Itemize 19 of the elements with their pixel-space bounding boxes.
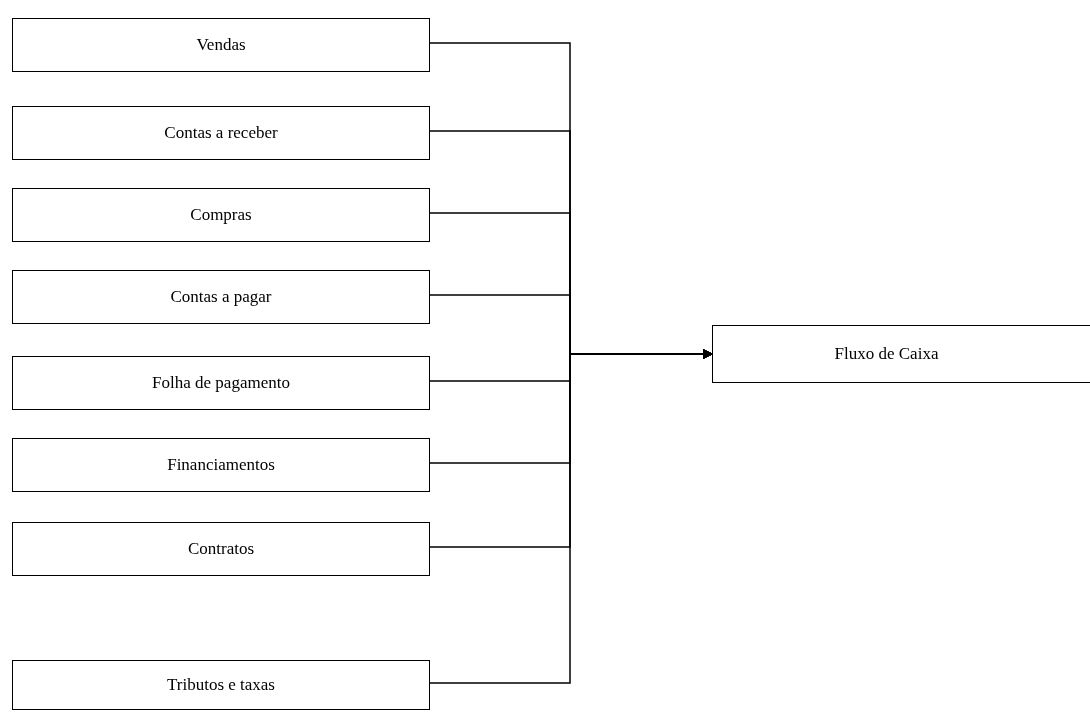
process-box — [12, 356, 430, 410]
connector-arrow — [429, 349, 713, 684]
box-label: Folha de pagamento — [152, 373, 290, 393]
box-label: Contas a receber — [164, 123, 278, 143]
process-box — [12, 270, 430, 324]
process-box — [12, 106, 430, 160]
box-label: Contratos — [187, 539, 255, 559]
process-box — [12, 522, 430, 576]
process-box — [712, 325, 1090, 383]
box-label: Fluxo de Caixa — [834, 344, 939, 364]
box-label: Compras — [190, 205, 252, 225]
box-label: Tributos e taxas — [167, 675, 275, 695]
process-box — [12, 438, 430, 492]
process-box — [12, 18, 430, 72]
box-label: Vendas — [196, 35, 246, 55]
box-label: Contas a pagar — [170, 287, 272, 307]
process-box — [12, 660, 430, 710]
process-box — [12, 188, 430, 242]
box-label: Financiamentos — [167, 455, 275, 475]
